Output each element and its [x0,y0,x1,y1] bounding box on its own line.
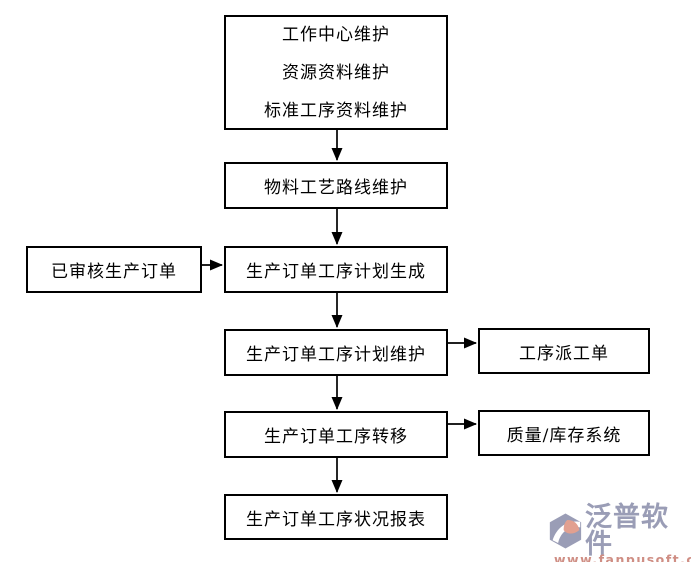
node-master-data-maintenance: 工作中心维护 资源资料维护 标准工序资料维护 [224,15,448,130]
logo-website: www.fanpusoft.com [554,552,691,562]
node-label: 工序派工单 [519,343,609,364]
node-operation-dispatch-order: 工序派工单 [478,328,650,374]
node-operation-status-report: 生产订单工序状况报表 [224,494,448,540]
node-label: 质量/库存系统 [506,425,622,446]
node-approved-production-order: 已审核生产订单 [26,246,202,293]
node-operation-transfer: 生产订单工序转移 [224,411,448,458]
node-line: 资源资料维护 [282,62,390,83]
node-label: 已审核生产订单 [51,262,177,282]
fanpu-logo: 泛普软件 www.fanpusoft.com [548,502,691,562]
node-label: 生产订单工序计划维护 [246,345,426,365]
logo-brand-text: 泛普软件 [584,502,669,560]
node-label: 生产订单工序状况报表 [246,509,426,530]
fanpu-logo-icon [549,513,582,549]
node-operation-plan-generation: 生产订单工序计划生成 [224,246,448,293]
node-quality-inventory-system: 质量/库存系统 [478,410,650,456]
node-line: 标准工序资料维护 [264,100,408,121]
node-label: 物料工艺路线维护 [264,178,408,198]
node-label: 生产订单工序转移 [264,427,408,447]
node-material-routing-maintenance: 物料工艺路线维护 [224,162,448,209]
node-label: 生产订单工序计划生成 [246,262,426,282]
node-line: 工作中心维护 [282,24,390,45]
node-operation-plan-maintenance: 生产订单工序计划维护 [224,329,448,376]
